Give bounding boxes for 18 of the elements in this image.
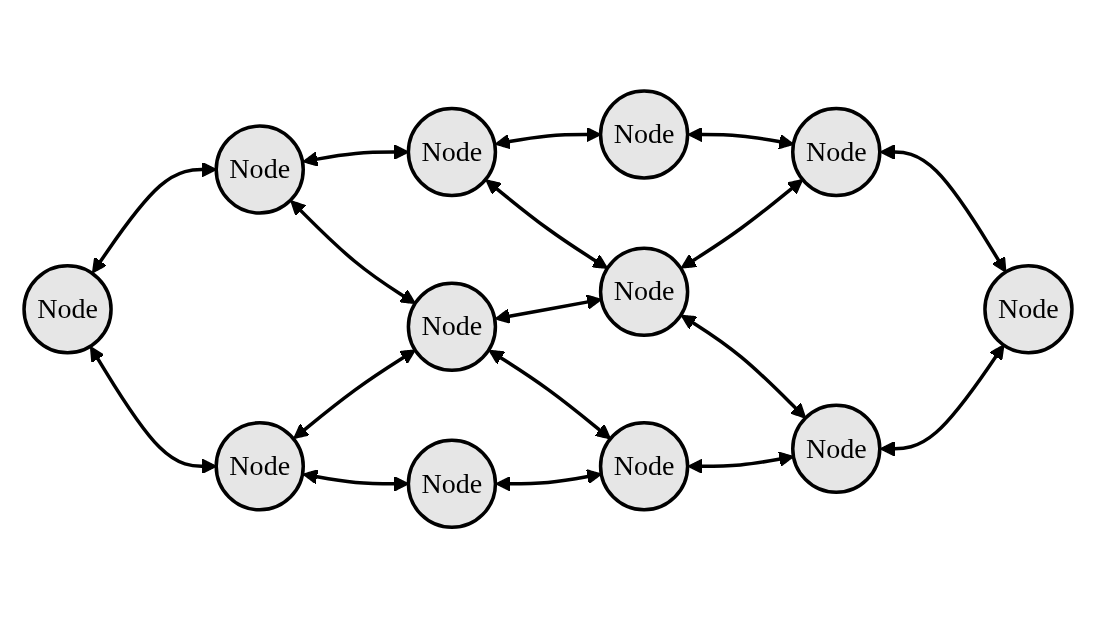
arrow	[485, 179, 609, 269]
node-circle: Node	[983, 263, 1074, 355]
node-circle: Node	[22, 263, 113, 355]
node-circle: Node	[406, 106, 498, 198]
arrow	[290, 199, 416, 304]
node-circle: Node	[406, 438, 498, 529]
arrow	[680, 314, 807, 419]
arrow	[680, 178, 804, 269]
node-circle: Node	[598, 246, 690, 337]
node-circle: Node	[791, 106, 882, 198]
arrow	[488, 349, 612, 440]
arrow	[293, 349, 416, 439]
node-circle: Node	[598, 420, 690, 512]
node-circle: Node	[214, 124, 305, 215]
node-circle: Node	[214, 420, 305, 512]
node-circle: Node	[406, 281, 498, 372]
node-circle: Node	[598, 89, 690, 180]
node-circle: Node	[791, 403, 882, 494]
